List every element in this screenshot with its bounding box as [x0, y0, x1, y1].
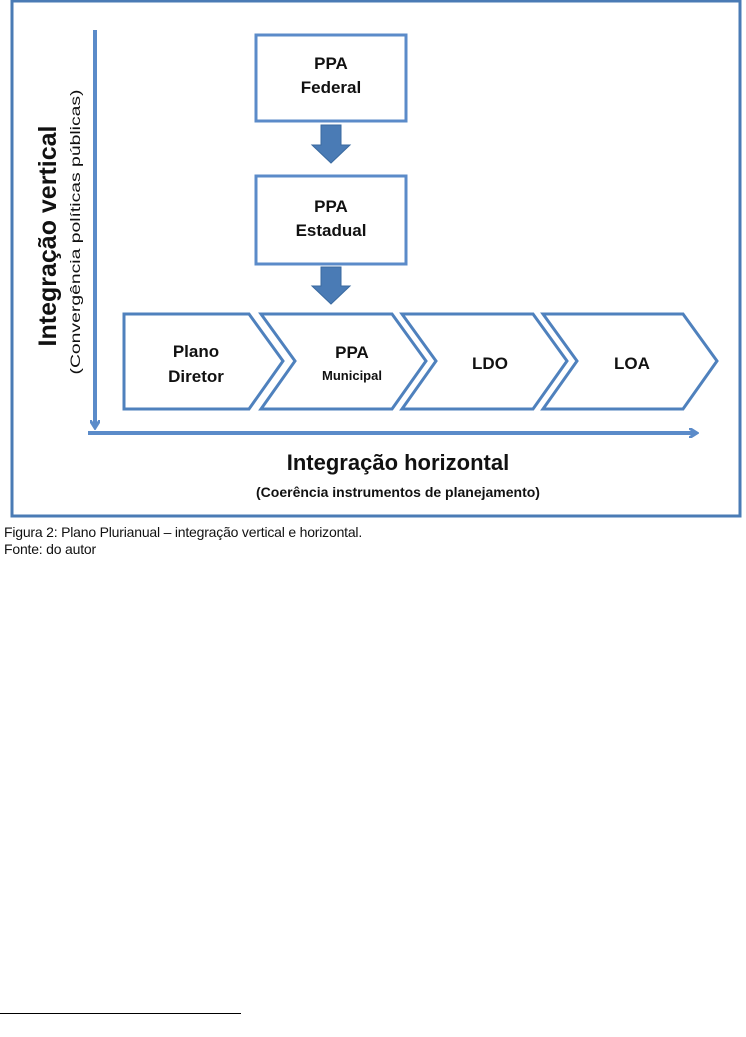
chevron-ldo-label: LDO [472, 354, 508, 373]
integration-diagram: Integração vertical (Convergência políti… [0, 0, 746, 520]
chevron-ppa-municipal-line1: PPA [335, 343, 369, 362]
ppa-federal-line2: Federal [301, 78, 361, 97]
horizontal-axis-sublabel: (Coerência instrumentos de planejamento) [256, 484, 540, 500]
ppa-estadual-line2: Estadual [296, 221, 367, 240]
horizontal-axis-label: Integração horizontal [287, 450, 509, 475]
chevron-plano-diretor [124, 314, 283, 409]
figure-caption: Figura 2: Plano Plurianual – integração … [4, 524, 362, 540]
ppa-federal-line1: PPA [314, 54, 348, 73]
chevron-plano-diretor-line1: Plano [173, 342, 219, 361]
ppa-estadual-box [256, 176, 406, 264]
chevron-loa-label: LOA [614, 354, 650, 373]
vertical-axis-label: Integração vertical [34, 126, 62, 347]
chevron-plano-diretor-line2: Diretor [168, 367, 224, 386]
vertical-axis-sublabel: (Convergência políticas públicas) [67, 90, 83, 375]
figure-source: Fonte: do autor [4, 541, 96, 557]
footnote-separator [0, 1013, 241, 1014]
chevron-ppa-municipal-line2: Municipal [322, 368, 382, 383]
ppa-estadual-line1: PPA [314, 197, 348, 216]
